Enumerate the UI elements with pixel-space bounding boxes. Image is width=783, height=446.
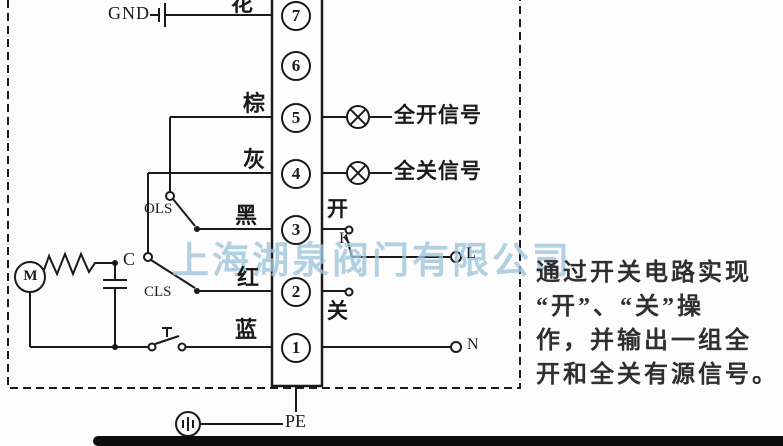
terminal-4: 4: [281, 159, 311, 189]
k-label: K: [339, 230, 351, 247]
pe-label: PE: [283, 411, 309, 432]
open-label: 开: [327, 197, 348, 221]
cls-label: CLS: [144, 284, 172, 300]
terminal-6: 6: [281, 51, 311, 81]
wire-label-5: 棕: [243, 91, 266, 116]
close-label: 关: [327, 299, 348, 323]
terminal-1: 1: [281, 333, 311, 363]
l-label: L: [466, 245, 476, 262]
motor-label: M: [23, 268, 38, 284]
selector-switch-k-icon: [322, 225, 450, 297]
lamp-full-close-icon: [322, 161, 392, 185]
function-description: 通过开关电路实现 “开”、“关”操 作，并输出一组全 开和全关有源信号。: [536, 256, 782, 392]
scan-edge-bar: [93, 436, 783, 446]
wire-label-4: 灰: [243, 147, 266, 172]
motor-icon: [14, 261, 46, 347]
terminal-3: 3: [281, 215, 311, 245]
n-label: N: [467, 336, 479, 353]
wire-label-1: 蓝: [235, 317, 258, 342]
ols-label: OLS: [144, 201, 173, 217]
gnd-label: GND: [108, 3, 150, 23]
resistor-icon: [43, 251, 115, 277]
limit-switch-ols-icon: [165, 117, 200, 232]
ground-icon: [150, 3, 272, 27]
description-line: 作，并输出一组全: [536, 328, 752, 354]
wire-label-2: 红: [237, 265, 260, 290]
wire-label-7: 花: [231, 0, 254, 16]
description-line: 通过开关电路实现: [536, 260, 752, 286]
lamp-full-open-icon: [322, 105, 392, 129]
terminal-7: 7: [281, 1, 311, 31]
manual-switch-icon: [30, 327, 272, 352]
description-line: 开和全关有源信号。: [536, 362, 779, 388]
pe-earth-icon: [175, 385, 297, 437]
signal-close-label: 全关信号: [394, 159, 482, 183]
terminal-n-point: [450, 341, 462, 353]
company-watermark: 上海湖泉阀门有限公司: [172, 241, 572, 282]
signal-open-label: 全开信号: [394, 103, 482, 127]
capacitor-icon: [103, 260, 127, 350]
terminal-5: 5: [281, 103, 311, 133]
capacitor-label: C: [123, 249, 136, 269]
limit-switch-cls-icon: [143, 173, 200, 294]
wire-label-3: 黑: [235, 203, 258, 228]
description-line: “开”、“关”操: [536, 294, 704, 320]
terminal-l-point: [450, 251, 462, 263]
terminal-2: 2: [281, 277, 311, 307]
dashed-enclosure-border: [7, 0, 521, 389]
